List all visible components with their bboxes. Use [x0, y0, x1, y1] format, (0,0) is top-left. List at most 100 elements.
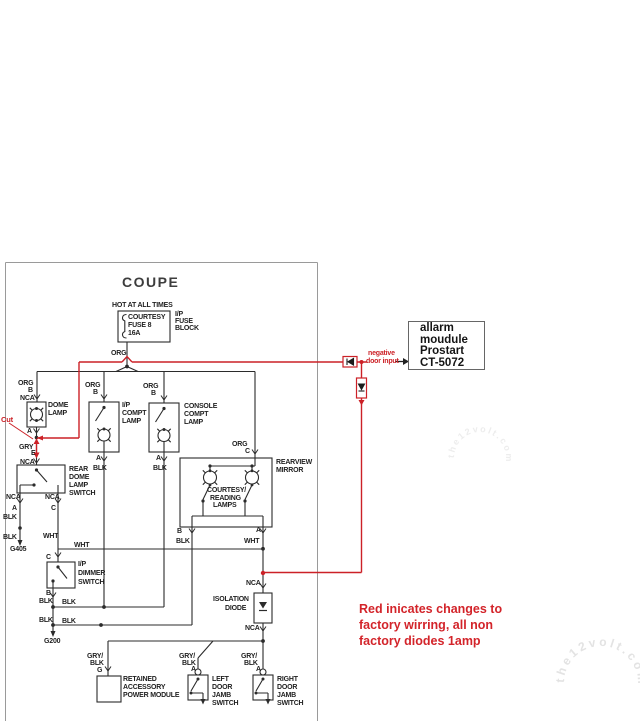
console-lamp-label-2: COMPT: [184, 411, 209, 418]
fuse-block-label-3: BLOCK: [175, 325, 199, 332]
rearview-mirror-label-1: REARVIEW: [276, 459, 312, 466]
fuse-block-label-2: FUSE: [175, 318, 193, 325]
wire-gryblk-left-2: BLK: [182, 660, 196, 667]
diagram-border: [5, 262, 318, 721]
alarm-module-line: allarm: [420, 322, 454, 334]
red-note-line: Red inicates changes to: [359, 602, 503, 616]
wire-blk-bus2-b: BLK: [62, 618, 76, 625]
term-g-rap: G: [97, 667, 103, 674]
negative-door-input-label-1: negative: [368, 350, 395, 357]
cut-label: Cut: [1, 415, 13, 424]
rear-dome-switch-label-1: REAR: [69, 466, 89, 473]
alarm-red-arrows: [33, 360, 365, 576]
fuse-number-label: FUSE 8: [128, 322, 152, 329]
term-b-dome: B: [28, 387, 33, 394]
term-a-console: A: [156, 455, 161, 462]
courtesy-reading-label-3: LAMPS: [213, 502, 237, 509]
fuse-name-label: COURTESY: [128, 314, 166, 321]
red-note-line: factory wirring, all non: [359, 618, 494, 632]
term-b-dimmer: B: [46, 590, 51, 597]
right-jamb-label-2: DOOR: [277, 684, 298, 691]
courtesy-reading-label-1: COURTESY/: [207, 487, 247, 494]
rear-dome-switch-label-3: LAMP: [69, 482, 89, 489]
negative-door-input-label-2: door input: [366, 358, 399, 365]
rear-dome-switch-label-2: DOME: [69, 474, 90, 481]
rap-module-label-3: POWER MODULE: [123, 692, 180, 699]
ip-compt-lamp-label-2: COMPT: [122, 410, 147, 417]
wire-gryblk-rap-2: BLK: [90, 660, 104, 667]
ip-compt-lamp-label-3: LAMP: [122, 418, 142, 425]
door-jamb-terminals: [194, 668, 267, 676]
junctions-and-symbols: [17, 364, 271, 705]
rearview-mirror-label-2: MIRROR: [276, 467, 304, 474]
alarm-module-line: moudule: [420, 333, 468, 346]
conn-nca-rds-c: NCA: [45, 494, 60, 501]
wire-gry: GRY: [19, 444, 34, 451]
wire-blk-g405-2: BLK: [3, 534, 17, 541]
diagram-title: COUPE: [122, 274, 180, 290]
rap-module-label-1: RETAINED: [123, 676, 157, 683]
term-b-rearview: B: [177, 528, 182, 535]
term-a-ip: A: [96, 455, 101, 462]
left-jamb-label-3: JAMB: [212, 692, 232, 699]
rear-dome-switch-label-4: SWITCH: [69, 490, 96, 497]
svg-text:the12volt.com: the12volt.com: [446, 424, 514, 464]
rap-module-label-2: ACCESSORY: [123, 684, 166, 691]
term-a-rds: A: [12, 505, 17, 512]
wire-blk-g405-1: BLK: [3, 514, 17, 521]
term-b-console: B: [151, 390, 156, 397]
wire-org-dome: ORG: [18, 380, 34, 387]
term-b-ip: B: [93, 389, 98, 396]
dimmer-switch-label-3: SWITCH: [78, 579, 105, 586]
wire-blk-rearview: BLK: [176, 538, 190, 545]
alarm-module-line: Prostart: [420, 345, 465, 357]
wire-blk-console: BLK: [153, 465, 167, 472]
ip-compt-lamp-label-1: I/P: [122, 402, 130, 409]
term-c-rearview: C: [245, 448, 250, 455]
wire-wht-2: WHT: [74, 542, 90, 549]
red-note: Red inicates changes to factory wirring,…: [359, 601, 502, 649]
dimmer-switch-label-2: DIMMER: [78, 570, 106, 577]
fuse-rating-label: 16A: [128, 330, 141, 337]
wire-gryblk-right-2: BLK: [244, 660, 258, 667]
wire-blk-bus2-a: BLK: [39, 617, 53, 624]
ground-g405-label: G405: [10, 546, 27, 553]
right-jamb-label-4: SWITCH: [277, 700, 304, 707]
dome-lamp-label-1: DOME: [48, 402, 69, 409]
console-lamp-label-1: CONSOLE: [184, 403, 218, 410]
isolation-diode-label-2: DIODE: [225, 605, 247, 612]
wire-org-rearview: ORG: [232, 441, 248, 448]
term-a-dome: A: [27, 428, 32, 435]
fuse-block-label-1: I/P: [175, 311, 183, 318]
conn-nca-dome: NCA: [20, 395, 35, 402]
term-a-left-jamb: A: [191, 666, 196, 673]
svg-text:the12volt.com: the12volt.com: [553, 635, 640, 687]
term-a-right-jamb: A: [256, 666, 261, 673]
conn-nca-rds-a: NCA: [6, 494, 21, 501]
wire-wht-3: WHT: [244, 538, 260, 545]
wire-blk-bus1-b: BLK: [62, 599, 76, 606]
left-jamb-label-1: LEFT: [212, 676, 229, 683]
wire-gryblk-right-1: GRY/: [241, 653, 258, 660]
dome-lamp-label-2: LAMP: [48, 410, 68, 417]
conn-nca-iso-bot: NCA: [245, 625, 260, 632]
alarm-pointer-arrow: [395, 358, 409, 365]
right-jamb-label-1: RIGHT: [277, 676, 298, 683]
conn-nca-iso-top: NCA: [246, 580, 261, 587]
console-lamp-label-3: LAMP: [184, 419, 204, 426]
left-jamb-label-2: DOOR: [212, 684, 233, 691]
alarm-module-box: allarm moudule Prostart CT-5072: [408, 321, 485, 370]
wire-org-console: ORG: [143, 383, 159, 390]
term-c-rds: C: [51, 505, 56, 512]
term-c-dimmer: C: [46, 554, 51, 561]
wire-org-main: ORG: [111, 350, 127, 357]
courtesy-reading-label-2: READING: [210, 495, 241, 502]
wire-gryblk-left-1: GRY/: [179, 653, 196, 660]
wire-gryblk-rap-1: GRY/: [87, 653, 104, 660]
isolation-diode-label-1: ISOLATION: [213, 596, 249, 603]
term-a-rearview: A: [256, 527, 261, 534]
wire-blk-bus1-a: BLK: [39, 598, 53, 605]
wire-org-ip: ORG: [85, 382, 101, 389]
alarm-module-line: CT-5072: [420, 356, 465, 369]
